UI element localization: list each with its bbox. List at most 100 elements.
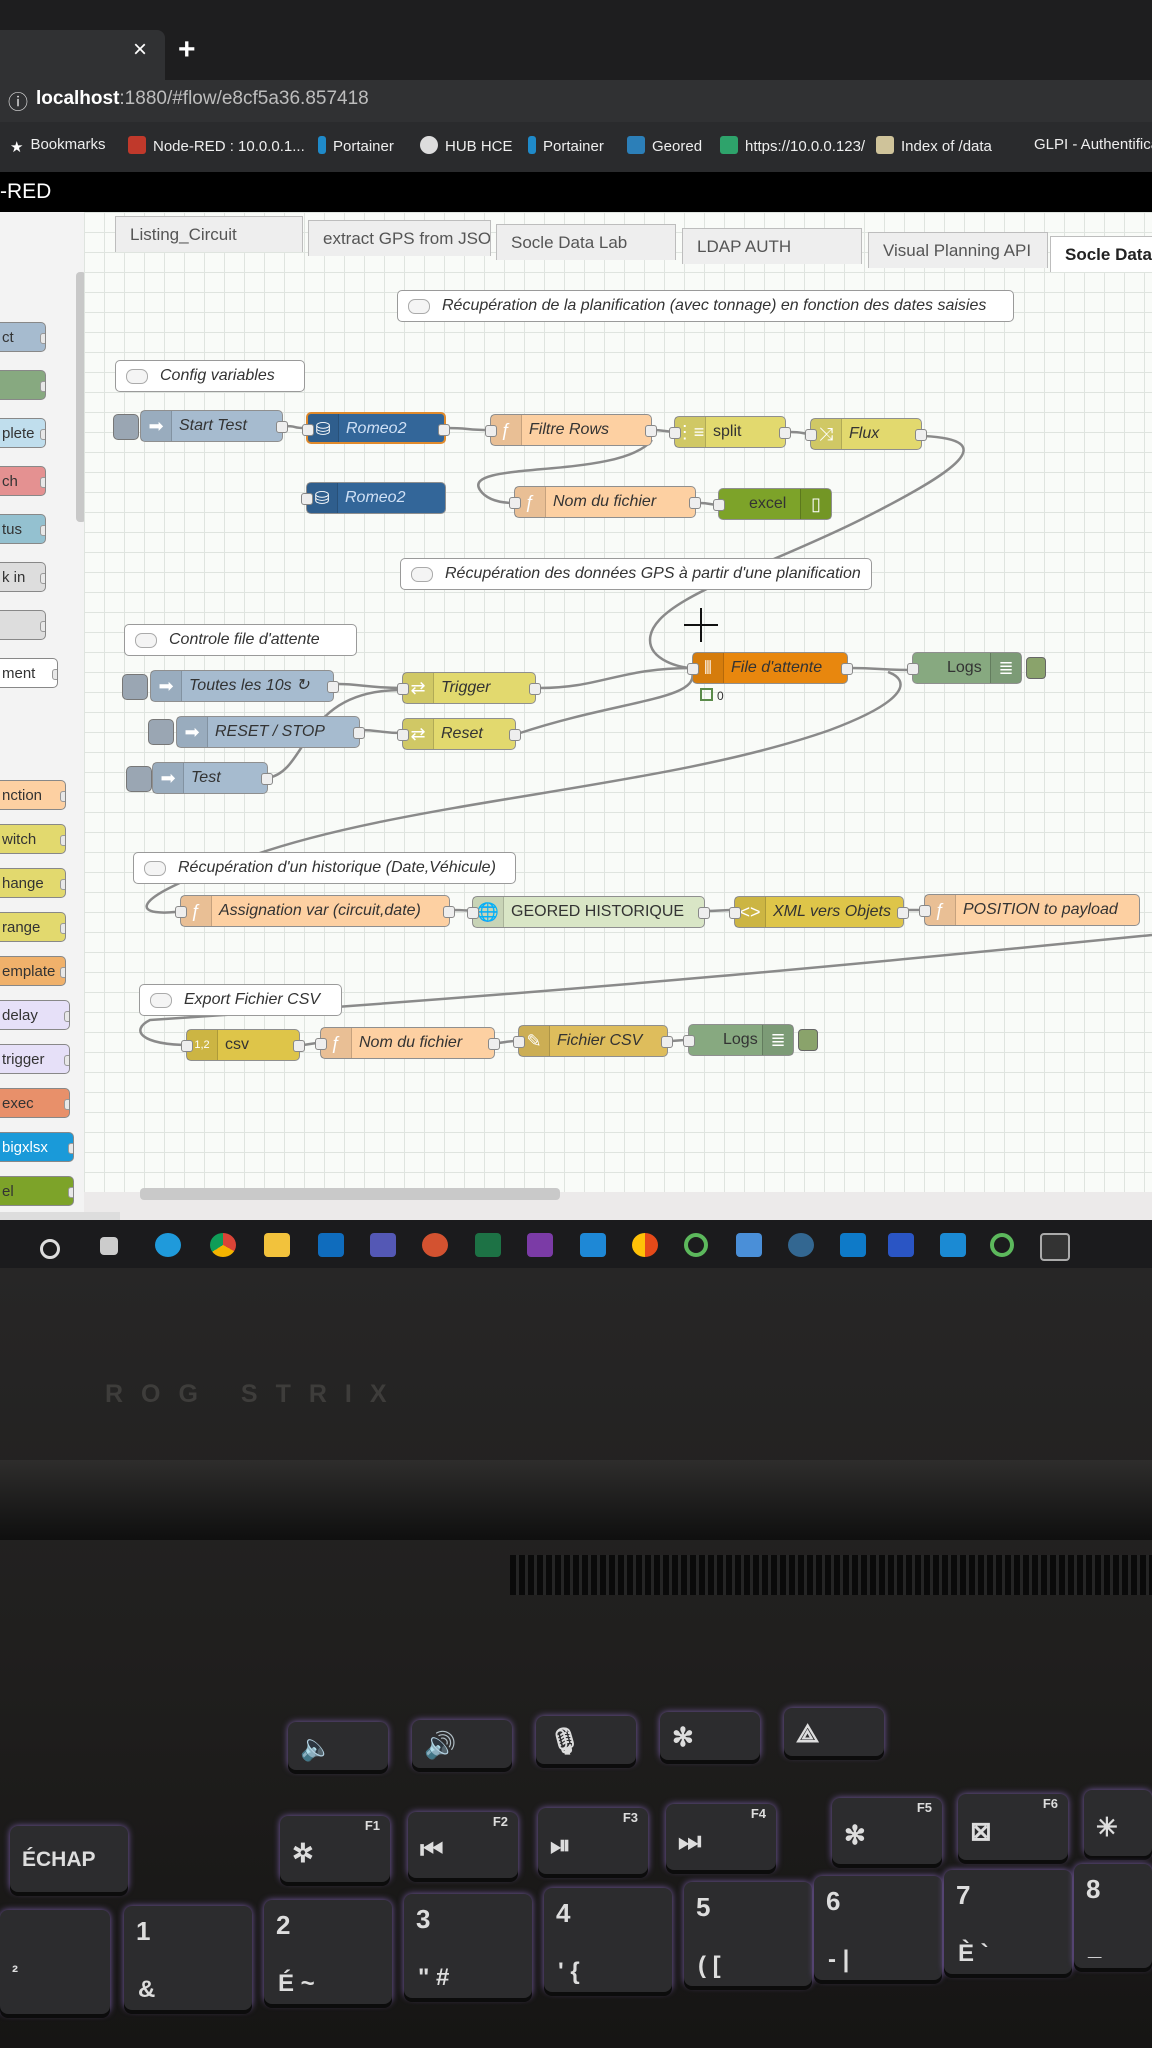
key-f4[interactable]: F4⏭ — [666, 1804, 776, 1870]
vscode-icon[interactable] — [840, 1233, 866, 1257]
palette-node[interactable]: k in — [0, 562, 46, 592]
key-volume-up[interactable]: 🔊 — [412, 1720, 512, 1768]
input-port[interactable] — [175, 906, 187, 918]
input-port[interactable] — [907, 663, 919, 675]
comment-historique[interactable]: Récupération d'un historique (Date,Véhic… — [133, 852, 516, 884]
node-romeo2[interactable]: ⛁Romeo2 — [302, 412, 450, 444]
key-rog[interactable]: ⟁ — [784, 1708, 884, 1756]
qlik-icon[interactable] — [684, 1233, 708, 1257]
key-mic-mute[interactable]: 🎙 — [536, 1716, 636, 1764]
bookmark-item[interactable]: Portainer — [318, 136, 394, 155]
output-port[interactable] — [779, 427, 791, 439]
input-port[interactable] — [513, 1036, 525, 1048]
palette-node[interactable]: ct — [0, 322, 46, 352]
input-port[interactable] — [729, 907, 741, 919]
node-test[interactable]: ➡Test — [152, 762, 273, 794]
output-port[interactable] — [661, 1036, 673, 1048]
output-port[interactable] — [529, 683, 541, 695]
input-port[interactable] — [683, 1035, 695, 1047]
output-port[interactable] — [897, 907, 909, 919]
palette-node[interactable] — [0, 370, 46, 400]
key-f5[interactable]: F5✻ — [832, 1798, 942, 1864]
input-port[interactable] — [713, 499, 725, 511]
node-file-attente[interactable]: ⦀File d'attente — [687, 652, 853, 684]
palette-node[interactable]: bigxlsx — [0, 1132, 74, 1162]
comment-controle-file[interactable]: Controle file d'attente — [124, 624, 357, 656]
node-romeo2-b[interactable]: ⛁Romeo2 — [301, 482, 446, 514]
node-reset[interactable]: ⇄Reset — [397, 718, 521, 750]
tab-visual-planning-api[interactable]: Visual Planning API — [868, 232, 1048, 268]
address-bar[interactable] — [0, 80, 1152, 122]
input-port[interactable] — [509, 497, 521, 509]
output-port[interactable] — [488, 1038, 500, 1050]
debug-toggle-button[interactable] — [798, 1029, 818, 1051]
node-toutes-les-10s[interactable]: ➡Toutes les 10s ↻ — [150, 670, 339, 702]
output-port[interactable] — [915, 429, 927, 441]
key-8[interactable]: 8_ — [1074, 1864, 1152, 1968]
qlik-icon[interactable] — [990, 1233, 1014, 1257]
info-icon[interactable]: ⓘ — [8, 92, 28, 114]
key-echap[interactable]: ÉCHAP — [10, 1826, 128, 1892]
new-tab-icon[interactable]: + — [178, 33, 196, 66]
node-start-test[interactable]: ➡Start Test — [140, 410, 288, 442]
palette-node[interactable]: delay — [0, 1000, 70, 1030]
palette-node[interactable]: ment — [0, 658, 58, 688]
palette-node[interactable]: ch — [0, 466, 46, 496]
output-port[interactable] — [841, 663, 853, 675]
input-port[interactable] — [467, 907, 479, 919]
key-4[interactable]: 4' { — [544, 1888, 672, 1992]
output-port[interactable] — [509, 729, 521, 741]
close-icon[interactable]: × — [133, 36, 148, 63]
input-port[interactable] — [315, 1038, 327, 1050]
input-port[interactable] — [669, 427, 681, 439]
node-reset-stop[interactable]: ➡RESET / STOP — [176, 716, 365, 748]
bookmark-item[interactable]: Node-RED : 10.0.0.1... — [128, 136, 305, 155]
key-3[interactable]: 3" # — [404, 1894, 532, 1998]
comment-gps[interactable]: Récupération des données GPS à partir d'… — [400, 558, 872, 590]
input-port[interactable] — [302, 424, 314, 436]
output-port[interactable] — [443, 906, 455, 918]
key-volume-down[interactable]: 🔈 — [288, 1722, 388, 1770]
node-geored-historique[interactable]: 🌐GEORED HISTORIQUE — [467, 896, 710, 928]
key-superscript-2[interactable]: ² — [0, 1910, 110, 2014]
input-port[interactable] — [485, 425, 497, 437]
task-view-icon[interactable] — [100, 1237, 118, 1255]
key-f7[interactable]: ✳ — [1084, 1790, 1152, 1856]
pgadmin-icon[interactable] — [788, 1233, 814, 1257]
palette-node[interactable]: exec — [0, 1088, 70, 1118]
tab-socle-data[interactable]: Socle Data — [1050, 236, 1152, 272]
tab-extract-gps[interactable]: extract GPS from JSON — [308, 220, 491, 256]
comment-export-csv[interactable]: Export Fichier CSV — [139, 984, 342, 1016]
output-port[interactable] — [327, 681, 339, 693]
inject-button[interactable] — [113, 414, 139, 440]
node-xml-vers-objets[interactable]: <>XML vers Objets — [729, 896, 909, 928]
node-logs-csv[interactable]: Logs≣ — [683, 1024, 794, 1056]
palette-node[interactable] — [0, 610, 46, 640]
node-logs[interactable]: Logs≣ — [907, 652, 1022, 684]
output-port[interactable] — [645, 425, 657, 437]
palette-scrollbar[interactable] — [76, 272, 86, 522]
browser-tab[interactable] — [0, 30, 165, 80]
bookmark-item[interactable]: Portainer — [528, 136, 604, 155]
bookmark-item[interactable]: Index of /data — [876, 136, 992, 155]
node-split[interactable]: ⋮≡split — [669, 416, 791, 448]
palette-node[interactable]: witch — [0, 824, 66, 854]
output-port[interactable] — [438, 424, 450, 436]
tab-ldap-auth[interactable]: LDAP AUTH — [682, 228, 862, 264]
palette-node[interactable]: el — [0, 1176, 74, 1206]
input-port[interactable] — [181, 1040, 193, 1052]
key-1[interactable]: 1& — [124, 1906, 252, 2010]
node-excel[interactable]: excel▯ — [713, 488, 832, 520]
tab-listing-circuit[interactable]: Listing_Circuit — [115, 216, 303, 252]
key-6[interactable]: 6- | — [814, 1876, 942, 1980]
node-trigger[interactable]: ⇄Trigger — [397, 672, 541, 704]
excel-icon[interactable] — [475, 1233, 501, 1257]
app-icon[interactable] — [580, 1233, 606, 1257]
node-fichier-csv[interactable]: ✎Fichier CSV — [513, 1025, 673, 1057]
